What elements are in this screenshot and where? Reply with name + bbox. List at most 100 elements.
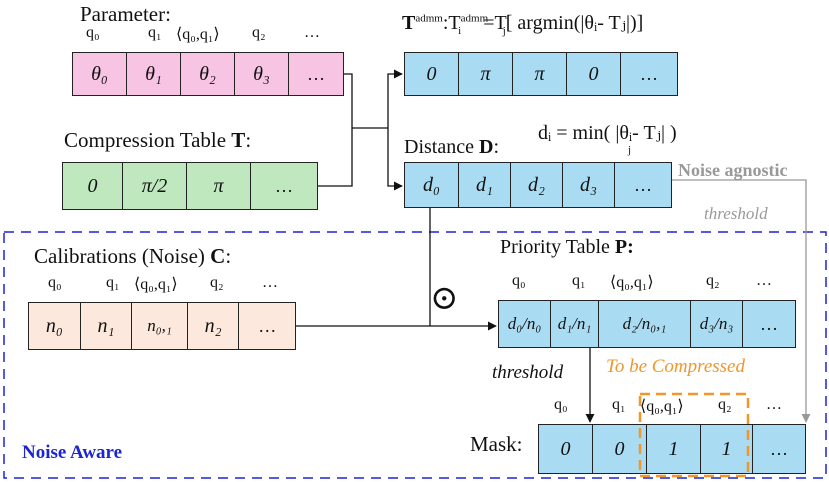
mask-header: q₁ <box>612 396 626 413</box>
calibrations-header: ⟨q₀,q₁⟩ <box>134 276 178 293</box>
admm-cell: 0 <box>405 53 459 95</box>
parameter-cell: θ₂ <box>181 53 235 95</box>
distance-title: Distance D: <box>404 136 499 159</box>
parameter-row: θ₀ θ₁ θ₂ θ₃ … <box>72 52 344 96</box>
priority-headers: q₀ q₁ ⟨q₀,q₁⟩ q₂ … <box>498 272 798 294</box>
admm-row: 0 π π 0 … <box>404 52 678 96</box>
admm-cell: … <box>640 63 658 84</box>
calibrations-header: q₂ <box>210 274 224 291</box>
parameter-cell: θ₃ <box>235 53 289 95</box>
admm-cell: π <box>459 53 513 95</box>
parameter-headers: q₀ q₁ ⟨q₀,q₁⟩ q₂ … <box>72 24 352 46</box>
mask-headers: q₀ q₁ ⟨q₀,q₁⟩ q₂ … <box>540 396 820 418</box>
to-be-compressed-label: To be Compressed <box>606 356 745 377</box>
calibrations-header: q₀ <box>48 274 62 291</box>
calibrations-cell: n₂ <box>188 303 240 349</box>
admm-cell: π <box>513 53 567 95</box>
compress-highlight-box <box>638 392 750 478</box>
compression-cell: π/2 <box>123 163 187 209</box>
calibrations-title-text: Calibrations (Noise) <box>34 244 211 268</box>
admm-tail: [ argmin(|θᵢ- Tⱼ|)] <box>505 12 644 34</box>
parameter-cell: θ₁ <box>127 53 181 95</box>
distance-arrow <box>387 128 403 191</box>
distance-cell: d₀ <box>405 163 459 207</box>
priority-row: d₀/n₀ d₁/n₁ d₂/n₀,₁ d₃/n₃ … <box>498 300 796 348</box>
mask-header: q₂ <box>718 396 732 413</box>
calibrations-cell: n₁ <box>81 303 133 349</box>
admm-arrow <box>387 69 403 128</box>
agnostic-threshold-label: threshold <box>704 204 768 223</box>
admm-rest: =T <box>483 12 507 34</box>
calibrations-header: … <box>262 274 278 291</box>
parameter-cell: θ₀ <box>73 53 127 95</box>
compression-cell: … <box>275 175 293 196</box>
calibrations-cell: … <box>258 315 277 336</box>
calibrations-title-bold: C <box>210 244 226 268</box>
threshold-label: threshold <box>492 362 564 383</box>
mask-cell: 1 <box>647 425 701 473</box>
priority-header: q₀ <box>512 272 526 289</box>
admm-symbol: T <box>402 12 416 34</box>
compression-cell: 0 <box>63 163 123 209</box>
compression-connector <box>318 128 353 187</box>
parameter-title: Parameter: <box>80 2 171 26</box>
priority-title: Priority Table P: <box>500 236 634 259</box>
distance-cell: d₂ <box>511 163 563 207</box>
distance-cell: d₁ <box>459 163 511 207</box>
noise-aware-frame <box>3 231 827 479</box>
mask-cell: 0 <box>593 425 647 473</box>
hadamard-operator-icon: ⊙ <box>430 280 459 317</box>
admm-sup2: admm <box>460 12 489 25</box>
mask-header: ⟨q₀,q₁⟩ <box>640 398 684 415</box>
mask-title: Mask: <box>470 432 523 456</box>
admm-sub-j: j <box>502 25 506 37</box>
compression-title-bold: T <box>231 128 246 152</box>
priority-header: q₂ <box>706 272 720 289</box>
priority-header: ⟨q₀,q₁⟩ <box>610 274 654 291</box>
priority-header: q₁ <box>572 272 586 289</box>
distance-formula-text: dᵢ = min( |θᵢ- Tⱼ| ) <box>538 122 677 144</box>
calibrations-headers: q₀ q₁ ⟨q₀,q₁⟩ q₂ … <box>34 274 314 296</box>
parameter-header: q₁ <box>148 24 162 41</box>
admm-sup: admm <box>415 12 443 25</box>
distance-formula-subj: j <box>628 144 632 156</box>
calibrations-row: n₀ n₁ n₀,₁ n₂ … <box>28 302 296 350</box>
parameter-header: … <box>304 24 320 41</box>
admm-cell: 0 <box>567 53 621 95</box>
compression-row: 0 π/2 π … <box>62 162 318 210</box>
priority-cell: d₁/n₁ <box>551 301 599 347</box>
mask-row: 0 0 1 1 … <box>538 424 806 474</box>
calibrations-cell: n₀,₁ <box>132 303 188 349</box>
priority-header: … <box>756 272 772 289</box>
distance-cell: … <box>634 174 652 195</box>
distance-title-colon: : <box>493 136 499 158</box>
parameter-connector <box>344 73 353 128</box>
parameter-header: ⟨q₀,q₁⟩ <box>176 26 220 43</box>
compression-title-text: Compression Table <box>64 128 232 152</box>
distance-formula: dᵢ = min( |θᵢ- Tⱼ| ) <box>538 120 677 145</box>
admm-sub-i: i <box>458 25 462 37</box>
distance-title-text: Distance <box>404 136 479 158</box>
mask-header: q₀ <box>554 396 568 413</box>
distance-title-bold: D <box>478 136 494 158</box>
calibrations-title: Calibrations (Noise) C: <box>34 244 231 269</box>
priority-cell: … <box>760 313 778 334</box>
mask-cell: 0 <box>539 425 593 473</box>
mask-header: … <box>766 396 782 413</box>
calibrations-header: q₁ <box>106 274 120 291</box>
parameter-cell: … <box>307 63 325 84</box>
calibrations-title-colon: : <box>225 244 232 268</box>
distance-cell: d₃ <box>563 163 615 207</box>
compression-cell: π <box>187 163 251 209</box>
calibrations-cell: n₀ <box>29 303 81 349</box>
priority-cell: d₀/n₀ <box>499 301 551 347</box>
noise-agnostic-path <box>672 179 811 423</box>
admm-formula: Tadmm:Tadmmi=Tj[ argmin(|θᵢ- Tⱼ|)] <box>402 10 643 37</box>
distance-row: d₀ d₁ d₂ d₃ … <box>404 162 672 208</box>
priority-title-bold: P: <box>614 236 634 258</box>
mask-cell: 1 <box>701 425 753 473</box>
parameter-header: q₀ <box>86 24 100 41</box>
noise-agnostic-label: Noise agnostic <box>678 160 788 180</box>
priority-title-text: Priority Table <box>500 236 615 258</box>
